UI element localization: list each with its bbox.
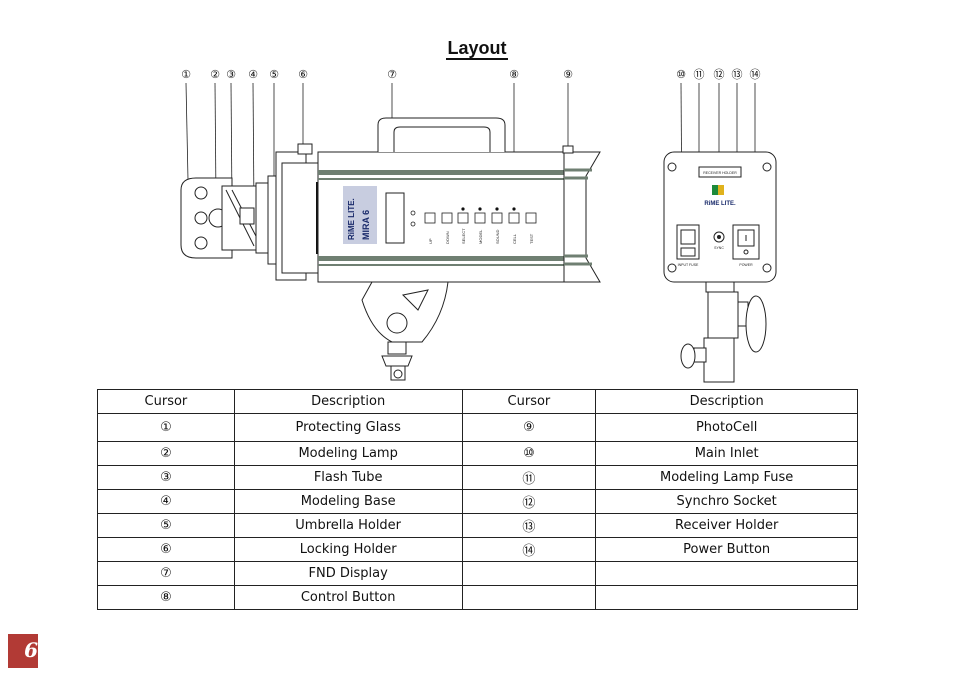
header-cursor-1: Cursor [97,389,235,414]
table-row: ⑧ Control Button [97,585,858,610]
svg-text:RiME LITE.: RiME LITE. [704,201,736,207]
brand-label: RiME LITE. [347,198,356,240]
table-row: ② Modeling Lamp ⑩ Main Inlet [97,441,858,466]
callout-11: ⑪ [694,68,705,81]
svg-text:CELL: CELL [512,233,517,244]
table-row: ⑥ Locking Holder ⑭ Power Button [97,537,858,562]
svg-text:DOWN: DOWN [445,231,450,244]
table-row: ⑤ Umbrella Holder ⑬ Receiver Holder [97,513,858,538]
svg-text:RECEIVER HOLDER: RECEIVER HOLDER [703,171,737,175]
callout-7: ⑦ [387,68,397,81]
svg-text:SELECT: SELECT [461,228,466,244]
svg-text:POWER: POWER [739,263,753,267]
callout-6: ⑥ [298,68,308,81]
callout-1: ① [181,68,191,81]
page-title: Layout [446,38,508,60]
svg-text:SOUND: SOUND [495,229,500,244]
table-row: ⑦ FND Display [97,561,858,586]
callout-12: ⑫ [714,68,725,81]
callout-14: ⑭ [750,68,761,81]
table-row: ④ Modeling Base ⑫ Synchro Socket [97,489,858,514]
callout-13: ⑬ [732,68,743,81]
table-header-row: Cursor Description Cursor Description [97,389,858,414]
callout-9: ⑨ [563,68,573,81]
callout-3: ③ [226,68,236,81]
callout-2: ② [210,68,220,81]
svg-text:MODEL: MODEL [478,229,483,244]
callout-5: ⑤ [269,68,279,81]
page-number-underline [8,666,38,668]
svg-text:INPUT FUSE: INPUT FUSE [678,263,699,267]
layout-diagram: ① ② ③ ④ ⑤ ⑥ ⑦ ⑧ ⑨ ⑩ ⑪ ⑫ ⑬ ⑭ [180,68,777,383]
header-description-1: Description [233,389,463,414]
callout-4: ④ [248,68,258,81]
table-row: ① Protecting Glass ⑨ PhotoCell [97,413,858,442]
svg-text:SYNC: SYNC [714,246,724,250]
model-label: MIRA 6 [361,210,371,240]
header-cursor-2: Cursor [461,389,597,414]
back-view-strobe: RECEIVER HOLDER RiME LITE. INPUT FUSE SY… [663,151,777,383]
svg-text:TEST: TEST [529,233,534,244]
callout-8: ⑧ [509,68,519,81]
parts-table: Cursor Description Cursor Description ① … [97,389,858,610]
side-view-strobe: RiME LITE. MIRA 6 UP DOWN SELECT MODEL [180,117,601,381]
header-description-2: Description [595,389,858,414]
table-row: ③ Flash Tube ⑪ Modeling Lamp Fuse [97,465,858,490]
callout-10: ⑩ [676,68,686,81]
page-number: 6 [8,634,38,666]
svg-text:UP: UP [428,238,433,244]
